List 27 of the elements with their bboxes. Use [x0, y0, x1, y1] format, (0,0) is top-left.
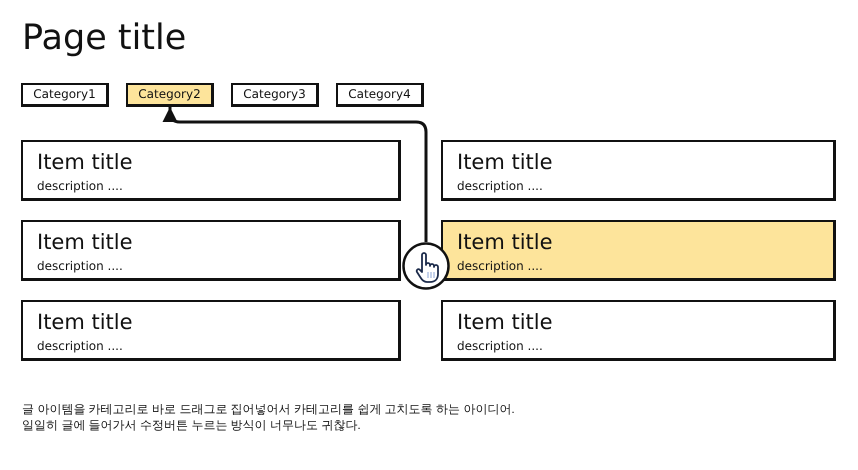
note-text: 글 아이템을 카테고리로 바로 드래그로 집어넣어서 카테고리를 쉽게 고치도록 하는 아이디어.: [22, 401, 515, 417]
item-card: [441, 140, 836, 201]
hand-cursor-icon: [402, 242, 450, 290]
item-description: description ....: [457, 338, 543, 354]
item-description: description ....: [37, 178, 123, 194]
item-description: description ....: [37, 338, 123, 354]
item-description: description ....: [37, 258, 123, 274]
item-title: Item title: [37, 309, 133, 335]
item-card: [21, 220, 401, 281]
category-tab: Category2: [126, 83, 214, 107]
item-card: [21, 300, 401, 361]
item-title: Item title: [37, 229, 133, 255]
category-tab: Category3: [231, 83, 319, 107]
category-tab: Category4: [336, 83, 424, 107]
item-card: [21, 140, 401, 201]
item-title: Item title: [457, 149, 553, 175]
note-text: 일일히 글에 들어가서 수정버튼 누르는 방식이 너무나도 귀찮다.: [22, 417, 361, 433]
item-title: Item title: [457, 309, 553, 335]
item-card: [441, 220, 836, 281]
item-title: Item title: [457, 229, 553, 255]
arrow: [162, 107, 428, 242]
item-title: Item title: [37, 149, 133, 175]
item-card: [441, 300, 836, 361]
page-title: Page title: [22, 17, 186, 60]
category-tab: Category1: [21, 83, 109, 107]
item-description: description ....: [457, 178, 543, 194]
item-description: description ....: [457, 258, 543, 274]
